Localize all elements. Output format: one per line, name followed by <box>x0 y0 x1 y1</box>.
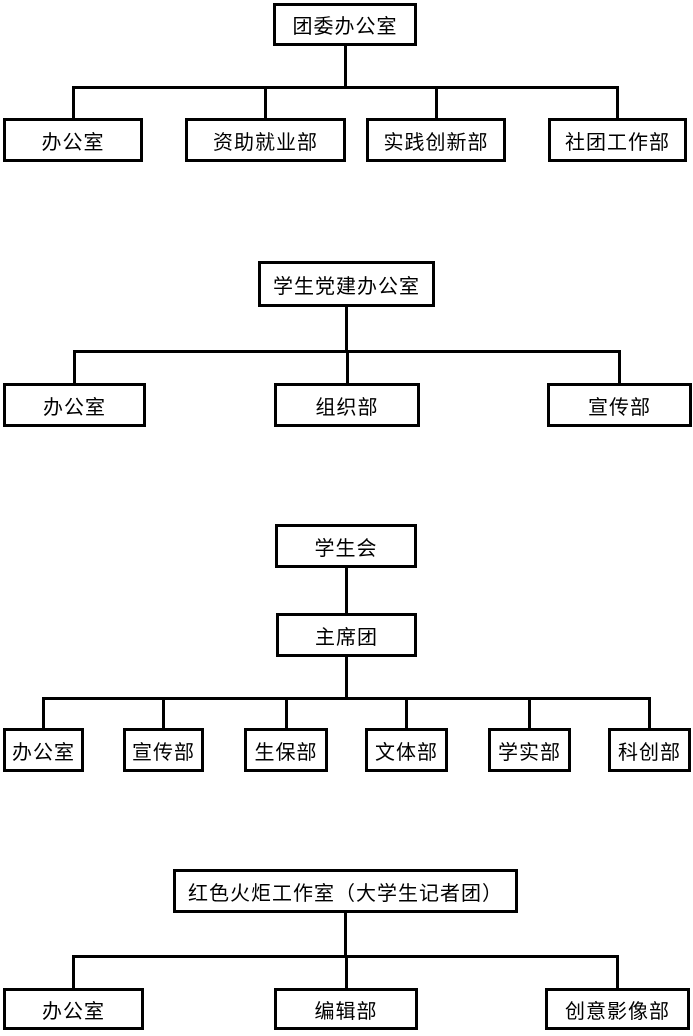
connector-line <box>434 89 438 118</box>
node-study-practice-dept: 学实部 <box>488 728 571 772</box>
connector-line <box>72 955 619 958</box>
node-student-party-building-office: 学生党建办公室 <box>258 261 435 307</box>
connector-line <box>345 307 348 353</box>
node-creative-media-dept: 创意影像部 <box>545 988 690 1030</box>
node-club-work-dept: 社团工作部 <box>548 118 687 162</box>
node-organization-dept: 组织部 <box>274 383 420 427</box>
node-office: 办公室 <box>3 728 84 772</box>
node-publicity-dept: 宣传部 <box>547 383 692 427</box>
connector-line <box>616 958 619 988</box>
connector-line <box>345 657 348 700</box>
connector-line <box>616 89 619 118</box>
connector-line <box>264 89 267 118</box>
node-publicity-dept: 宣传部 <box>123 728 204 772</box>
node-funding-employment-dept: 资助就业部 <box>185 118 346 162</box>
node-office: 办公室 <box>3 383 146 427</box>
node-red-torch-studio: 红色火炬工作室（大学生记者团） <box>173 869 518 913</box>
connector-line <box>72 958 75 988</box>
node-life-security-dept: 生保部 <box>244 728 328 772</box>
connector-line <box>284 700 288 728</box>
connector-line <box>73 350 621 353</box>
connector-line <box>344 913 347 958</box>
connector-line <box>71 89 75 118</box>
connector-line <box>343 46 347 89</box>
node-office: 办公室 <box>3 988 144 1030</box>
connector-line <box>405 700 408 728</box>
connector-line <box>648 700 651 728</box>
connector-line <box>42 697 651 700</box>
connector-line <box>42 700 45 728</box>
node-student-union: 学生会 <box>275 524 417 568</box>
node-editorial-dept: 编辑部 <box>274 988 418 1030</box>
connector-line <box>73 353 76 383</box>
node-culture-sports-dept: 文体部 <box>365 728 448 772</box>
node-league-committee-office: 团委办公室 <box>273 3 417 46</box>
connector-line <box>344 958 348 988</box>
connector-line <box>618 353 621 383</box>
connector-line <box>162 700 165 728</box>
node-office: 办公室 <box>3 118 143 162</box>
connector-line <box>344 568 348 613</box>
connector-line <box>528 700 531 728</box>
connector-line <box>345 353 349 383</box>
connector-line <box>71 86 619 89</box>
node-presidium: 主席团 <box>276 613 417 657</box>
node-sci-tech-innovation-dept: 科创部 <box>608 728 691 772</box>
node-practice-innovation-dept: 实践创新部 <box>366 118 506 162</box>
